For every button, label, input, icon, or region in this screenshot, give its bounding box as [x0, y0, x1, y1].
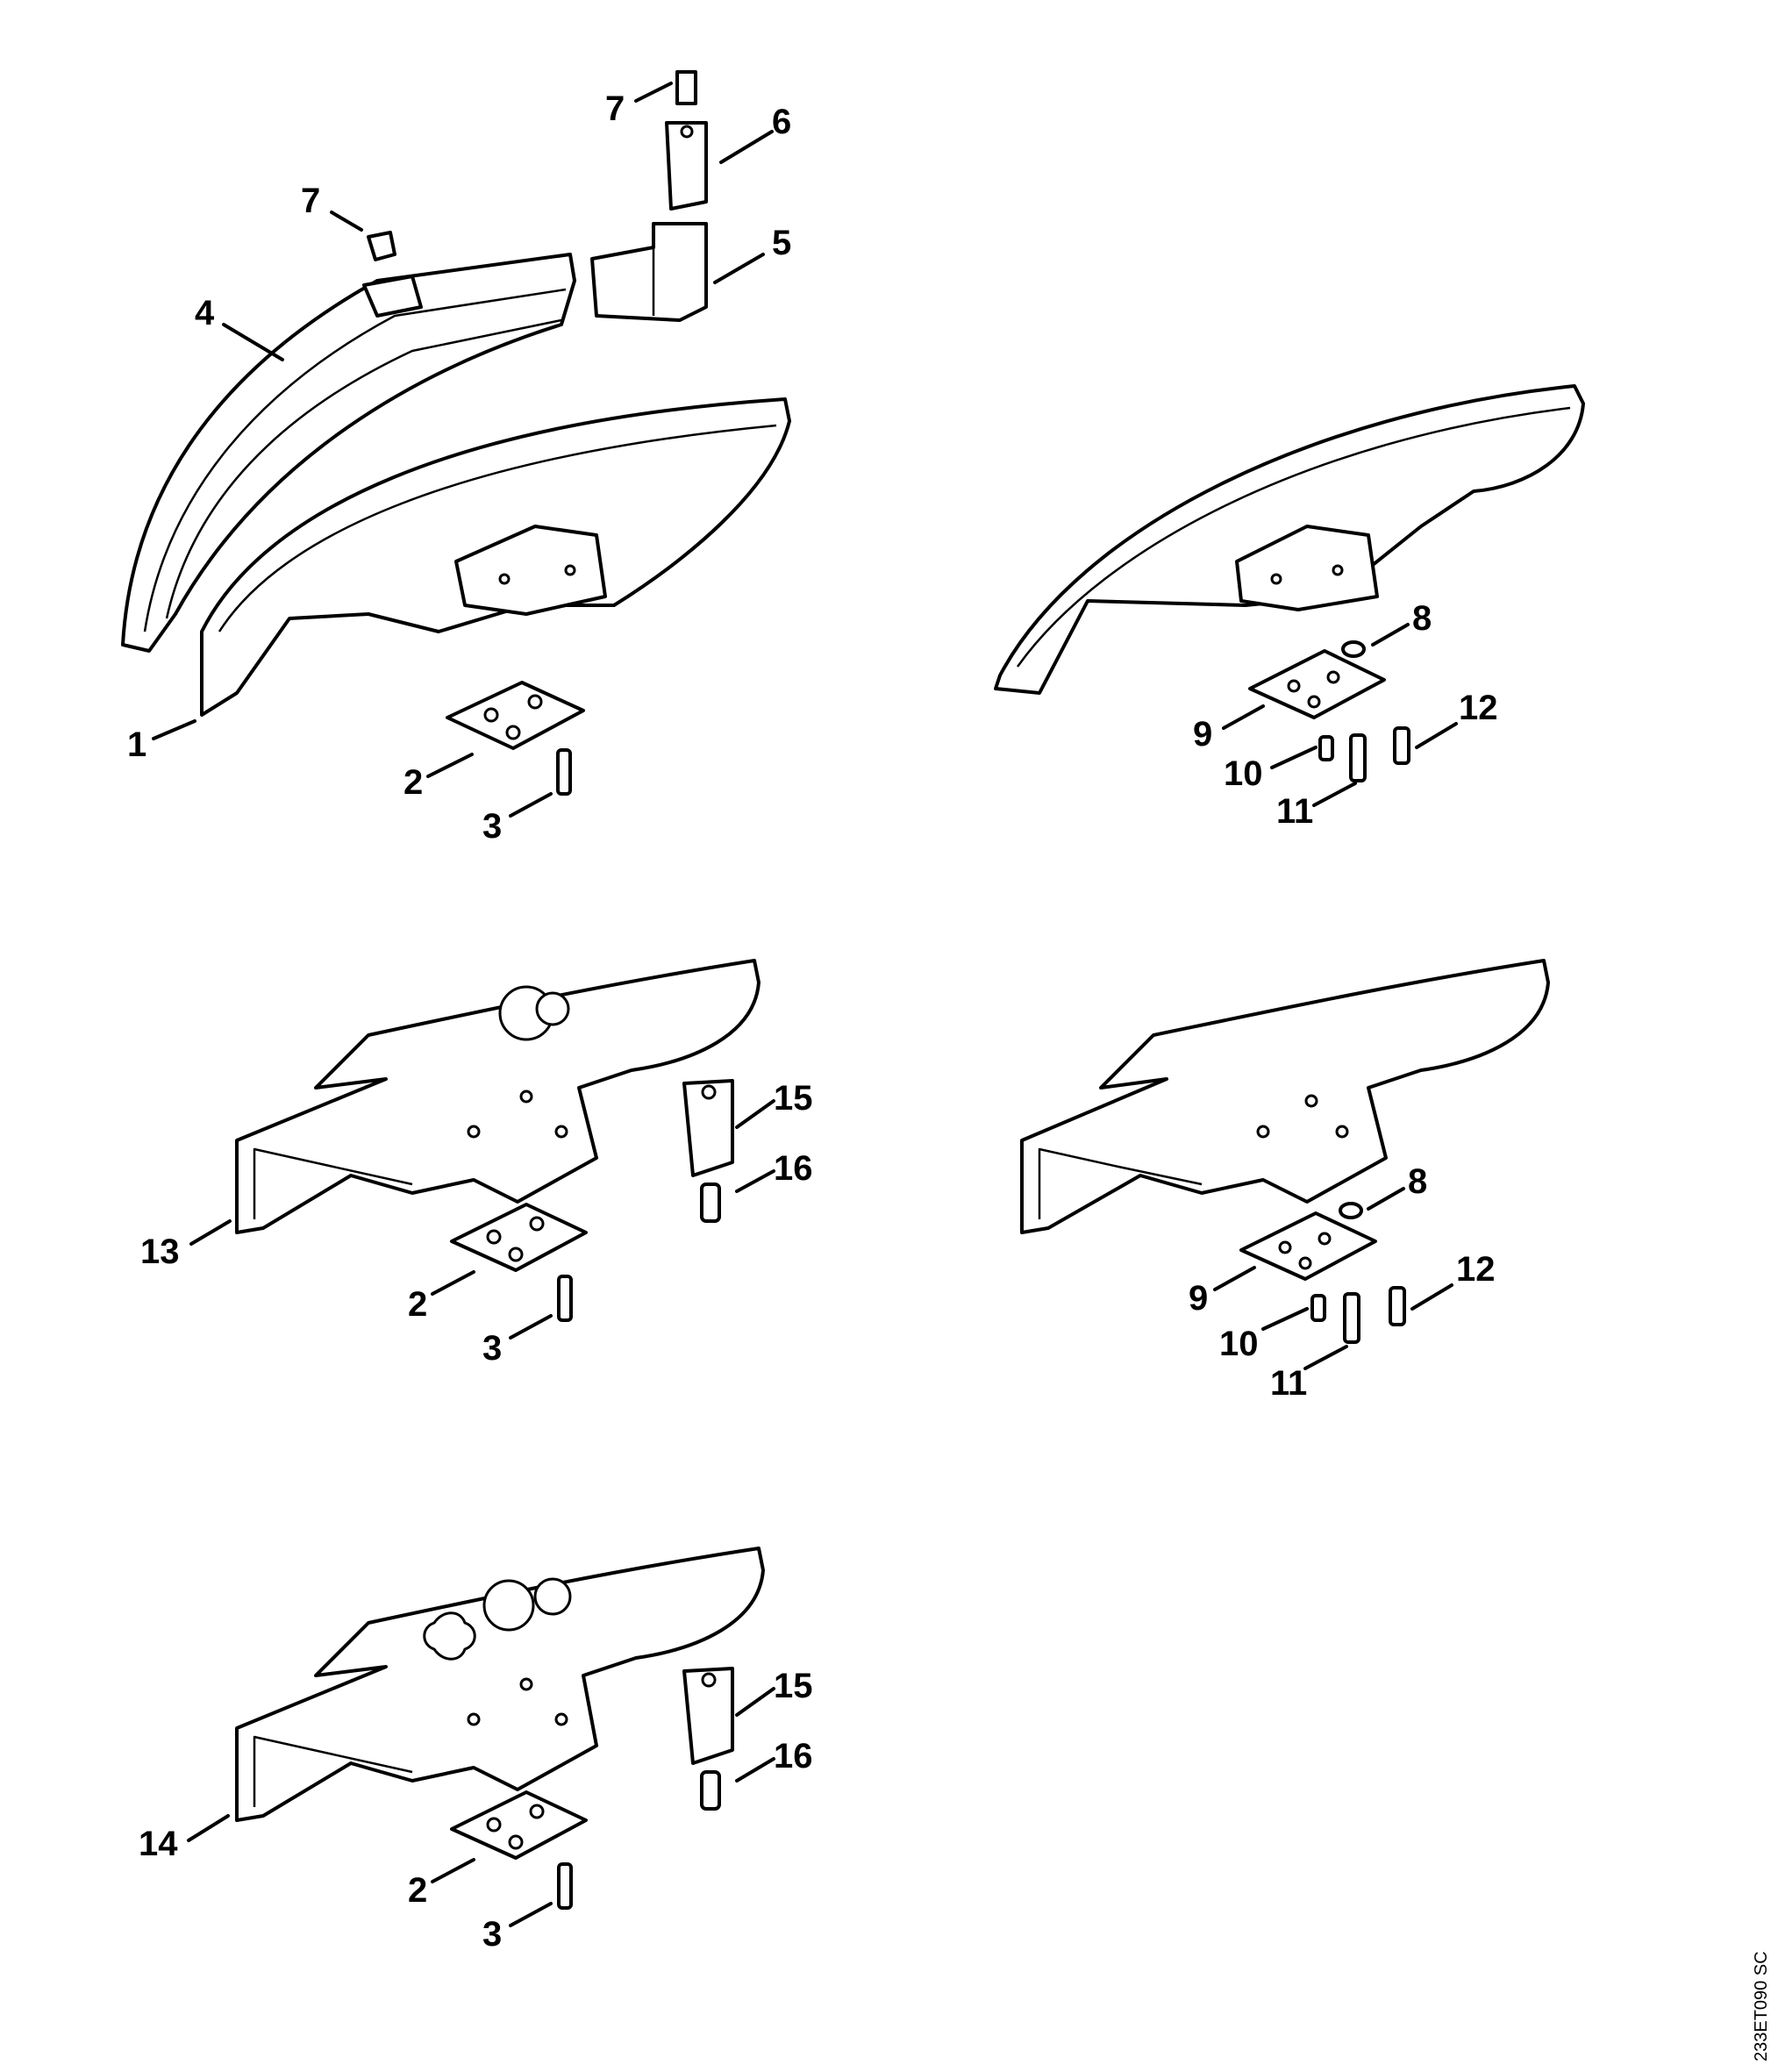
assembly-group-3: 13 15 16 2 3 [140, 959, 813, 1368]
callout-11: 11 [1270, 1364, 1307, 1403]
part-screw [556, 748, 572, 796]
callout-2: 2 [408, 1285, 427, 1324]
callout-10: 10 [1219, 1325, 1259, 1363]
part-screw-short [1318, 735, 1334, 761]
part-deflector [121, 253, 576, 653]
callout-11: 11 [1276, 792, 1313, 831]
callout-8: 8 [1408, 1162, 1427, 1201]
part-guard-mount [454, 525, 607, 616]
part-washer [1339, 1202, 1363, 1219]
callout-2: 2 [403, 763, 423, 802]
part-screw [700, 1182, 721, 1223]
part-sleeve [682, 1079, 734, 1177]
part-plate [1239, 1211, 1377, 1281]
callout-1: 1 [127, 725, 146, 764]
part-screw-long [1343, 1292, 1360, 1344]
assembly-group-1: 1 2 3 4 5 6 7 7 [121, 70, 791, 846]
callout-15: 15 [774, 1667, 813, 1705]
callout-12: 12 [1459, 689, 1498, 727]
assembly-group-2: 8 9 10 11 12 [994, 384, 1585, 831]
part-washer [1341, 640, 1366, 658]
part-screw [557, 1862, 573, 1910]
part-plate [450, 1203, 588, 1272]
callout-5: 5 [772, 224, 791, 262]
part-guard [1020, 959, 1550, 1234]
part-screw-short [1310, 1294, 1326, 1322]
callout-14: 14 [139, 1825, 178, 1863]
callout-9: 9 [1193, 715, 1212, 754]
callout-3: 3 [482, 1329, 502, 1368]
callout-16: 16 [774, 1737, 813, 1775]
callout-7-top: 7 [605, 89, 625, 128]
part-bracket [590, 222, 708, 322]
callout-6: 6 [772, 103, 791, 141]
callout-16: 16 [774, 1149, 813, 1188]
part-screw-long [1349, 733, 1367, 782]
callout-3: 3 [482, 1915, 502, 1954]
callout-10: 10 [1224, 754, 1263, 793]
callout-3: 3 [482, 807, 502, 846]
part-guard-mount [1235, 525, 1379, 611]
drawing-code-text: 233ET090 SC [1752, 1951, 1771, 2061]
part-screw-medium [1389, 1286, 1406, 1326]
part-screw [700, 1770, 721, 1811]
callout-13: 13 [140, 1232, 180, 1271]
assembly-group-5: 14 15 16 2 3 [139, 1547, 813, 1954]
part-guard [235, 959, 761, 1234]
part-screw-top [675, 70, 697, 105]
callout-7-left: 7 [301, 182, 320, 220]
callout-8: 8 [1412, 599, 1432, 638]
part-plate [450, 1790, 588, 1860]
callout-9: 9 [1189, 1279, 1208, 1318]
part-screw [557, 1275, 573, 1322]
drawing-code: 233ET090 SC [1741, 1842, 1771, 2070]
part-sleeve [682, 1667, 734, 1765]
part-plate [1248, 649, 1386, 719]
part-screw-knob [367, 231, 396, 261]
part-deflector-clip [362, 275, 423, 318]
part-guard [235, 1547, 765, 1822]
part-plate [446, 681, 585, 750]
callout-4: 4 [195, 294, 215, 332]
callout-12: 12 [1456, 1250, 1496, 1289]
assembly-group-4: 8 9 10 11 12 [1020, 959, 1550, 1403]
part-sleeve [665, 121, 708, 211]
callout-15: 15 [774, 1079, 813, 1118]
part-screw-medium [1393, 726, 1410, 765]
callout-2: 2 [408, 1871, 427, 1910]
